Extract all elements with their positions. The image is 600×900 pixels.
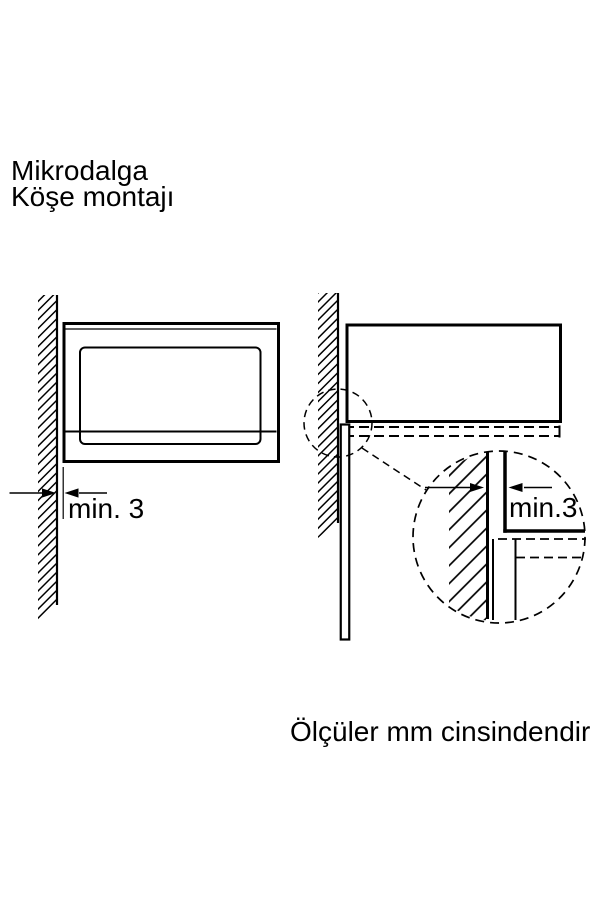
arrowhead-left-icon [508,483,523,492]
title-line-2: Köşe montajı [11,181,175,212]
detail-source-circle [303,388,373,458]
arrowhead-right-icon [470,483,484,492]
wall-hatch [318,293,337,538]
front-view-diagram [9,295,280,620]
front-min-gap-label: min. 3 [68,493,145,524]
cabinet-outline [345,323,562,423]
units-note: Ölçüler mm cinsindendir [290,716,591,747]
arrowhead-right-icon [42,488,56,498]
arrowhead-left-icon [64,488,79,498]
page-title: Mikrodalga Köşe montajı [11,155,175,212]
detail-content [425,452,586,622]
microwave-outline [62,322,280,463]
detail-leader-line [361,447,427,491]
corner-view-diagram [303,293,586,641]
filler-panel [339,423,351,641]
wall-hatch [38,295,57,620]
detail-circle [412,450,586,624]
microwave-door [79,346,262,445]
detail-min-gap-label: min.3 [509,492,578,523]
detail-wall-hatch [449,452,486,622]
title-line-1: Mikrodalga [11,155,148,186]
